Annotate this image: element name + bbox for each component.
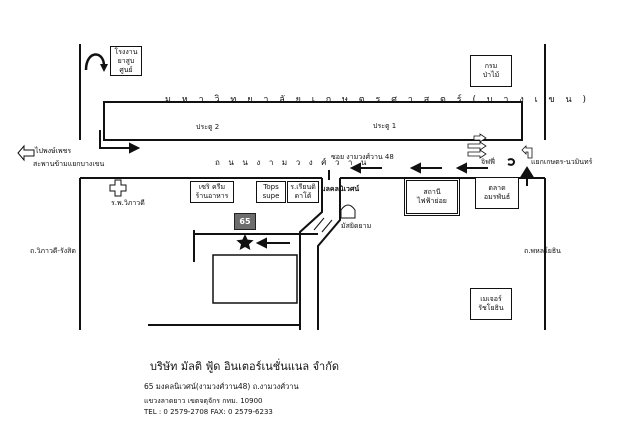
jiffy-label: จิฟฟี่ [481, 158, 496, 166]
university-road-label: ม ห า วิ ท ย า ลั ย เ ก ษ ต ร ศ า ส ต ร์… [165, 95, 591, 105]
gate-1-label: ประตู 1 [373, 122, 397, 130]
shop-1-line-2: ร้านอาหาร [195, 192, 229, 200]
major-box: เมเจอร์ รัชโยธิน [470, 288, 512, 320]
uturn-arrow [84, 53, 106, 71]
hospital-cross-icon [109, 179, 127, 197]
arrow-left-road [99, 130, 130, 149]
company-building [212, 254, 298, 304]
address-line-2: แขวงลาดยาว เขตจตุจักร กทม. 10900 [144, 397, 263, 405]
power-station-line-2: ไฟฟ้าย่อย [417, 197, 447, 205]
contact-line: TEL : 0 2579-2708 FAX: 0 2579-6233 [144, 408, 273, 416]
address-line-1: 65 มงคลนิเวศน์(งามวงศ์วาน48) ถ.งามวงศ์วา… [144, 382, 299, 391]
hospital-label: ร.พ.วิภาวดี [111, 199, 145, 207]
major-line-2: รัชโยธิน [478, 304, 504, 312]
outline-arrow-1 [467, 141, 487, 151]
soi-48-left [299, 178, 323, 330]
forest-line-1: กรม [484, 62, 498, 70]
tops-line-1: Tops [263, 183, 279, 191]
company-street-label: มลคลนิเวศน์ [321, 185, 360, 193]
university-boundary [103, 101, 523, 141]
company-marker: 65 [234, 213, 256, 230]
major-line-1: เมเจอร์ [480, 295, 502, 303]
shop-1-line-1: เซริ ครีม [198, 183, 226, 191]
bridge-label: สะพานข้ามแยกบางเขน [33, 160, 105, 168]
hollow-arrow-left [17, 144, 35, 162]
wiphawadi-rangsit-label: ถ.วิภาวดี-รังสิต [30, 247, 76, 255]
shop-3-line-1: ร.เรียนดิ [290, 183, 316, 191]
shop-1-box: เซริ ครีม ร้านอาหาร [190, 181, 234, 203]
soi-label: ซอย งามวงศ์วาน 48 [331, 153, 394, 161]
power-station-box: สถานี ไฟฟ้าย่อย [404, 178, 460, 216]
outline-arrow-2 [467, 149, 487, 159]
forest-dept-box: กรม ป่าไม้ [470, 55, 512, 87]
shop-3-line-2: ดาโต้ [294, 192, 312, 200]
market-box: ตลาด อมรพันธ์ [475, 177, 519, 209]
outline-arrow-right [521, 145, 533, 159]
soi-arrow-1 [313, 217, 325, 231]
phahonyothin-label: ถ.พหลโยธิน [524, 247, 561, 255]
mosque-icon [340, 204, 356, 219]
company-name: บริษัท มัลติ ฟู้ด อินเตอร์เนชั่นแนล จำกั… [150, 360, 340, 373]
kaset-nawamin-label: แยกเกษตร-นวมินทร์ [531, 158, 593, 166]
factory-line-2: ยาสูบศูนย์ [117, 56, 135, 74]
ngamwongwan-road-label: ถ น น ง า ม ว ง ศ์ ว า น [215, 158, 370, 167]
forest-line-2: ป่าไม้ [482, 71, 500, 79]
tops-line-2: supe [262, 192, 280, 200]
factory-box: โรงงาน ยาสูบศูนย์ [110, 46, 142, 76]
mosque-label: มัสยิดยาม [341, 222, 372, 230]
soi-48-right [317, 178, 341, 330]
soi-arrow-2 [321, 219, 333, 233]
curved-arrow-jiffy [507, 158, 515, 166]
location-star-icon [236, 234, 254, 250]
outline-arrow-3 [473, 133, 487, 143]
shop-3-box: ร.เรียนดิ ดาโต้ [287, 181, 319, 203]
market-line-1: ตลาด [488, 184, 506, 192]
market-line-2: อมรพันธ์ [483, 193, 511, 201]
to-phongphet-label: ไปพงษ์เพชร [35, 147, 72, 155]
gate-2-label: ประตู 2 [196, 123, 220, 131]
power-station-line-1: สถานี [423, 188, 441, 196]
factory-line-1: โรงงาน [114, 47, 138, 56]
tops-box: Tops supe [256, 181, 286, 203]
